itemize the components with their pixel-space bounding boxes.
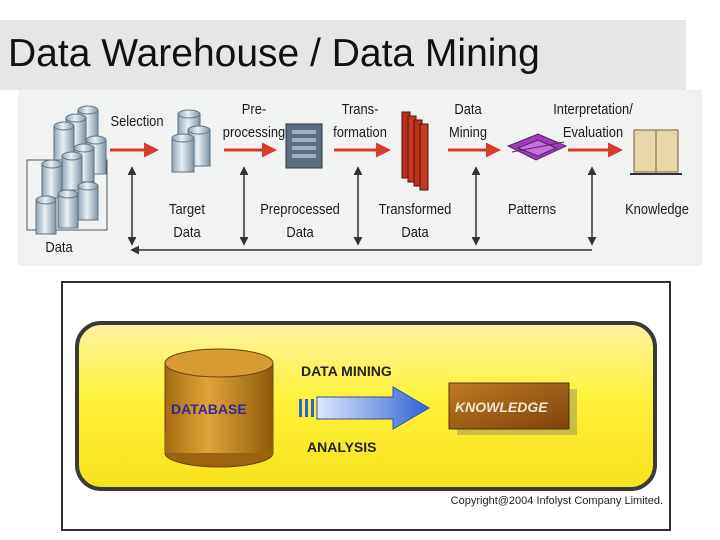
stage-target-data-label: Target Data [169, 201, 205, 241]
step-interpretation-label: Interpretation/ Evaluation [553, 101, 633, 141]
stage-data-label: Data [45, 239, 73, 256]
stage-transformed-data-label: Transformed Data [378, 201, 452, 241]
patterns-icon [506, 133, 568, 161]
kdd-graphics [26, 105, 682, 255]
kdd-process-diagram: Selection Pre- processing Trans- formati… [18, 90, 702, 266]
title-band [0, 20, 686, 90]
step-selection-label: Selection [110, 113, 164, 130]
knowledge-box-icon [448, 382, 577, 435]
stage-knowledge-label: Knowledge [625, 201, 689, 218]
feedback-arrows [127, 166, 597, 246]
data-cylinders-icon [26, 105, 108, 235]
data-mining-arrow-icon [299, 386, 430, 430]
step-preprocessing-label: Pre- processing [222, 101, 286, 141]
preprocessed-data-icon [285, 123, 323, 169]
copyright-notice: Copyright@2004 Infolyst Company Limited. [450, 495, 663, 507]
data-mining-diagram: DATABASE DATA MINING ANALYSIS KNOWLEDGE … [61, 281, 671, 531]
database-label: DATABASE [171, 401, 247, 417]
stage-preprocessed-data-label: Preprocessed Data [260, 201, 340, 241]
step-data-mining-label: Data Mining [448, 101, 488, 141]
step-transformation-label: Trans- formation [333, 101, 387, 141]
knowledge-book-icon [630, 129, 682, 175]
slide-title: Data Warehouse / Data Mining [8, 32, 540, 75]
knowledge-label: KNOWLEDGE [455, 399, 548, 415]
target-data-cylinders-icon [171, 109, 211, 173]
database-cylinder-icon [164, 348, 274, 468]
analysis-label: ANALYSIS [307, 439, 377, 455]
data-mining-graphics [164, 348, 577, 468]
data-mining-label: DATA MINING [301, 363, 392, 379]
stage-patterns-label: Patterns [507, 201, 557, 218]
transformed-data-icon [401, 111, 429, 191]
